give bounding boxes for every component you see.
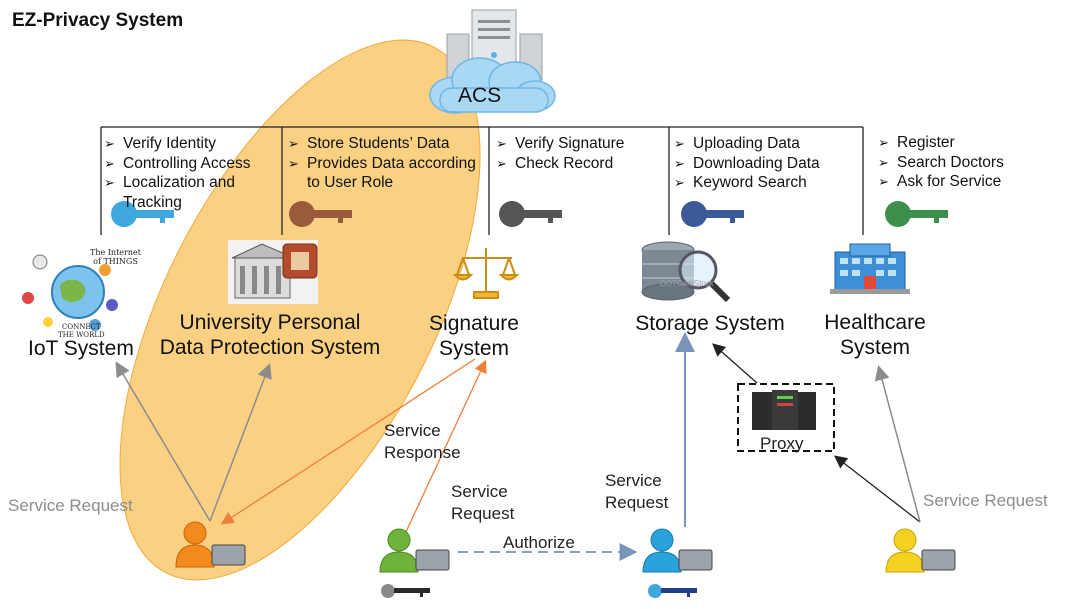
feature-item: Search Doctors [897,153,1004,171]
user-icon-orange [175,521,246,568]
iot-illustration-icon [22,254,118,331]
acs-connector-lines [100,126,864,235]
feature-item: Store Students’ Data [307,135,450,152]
user-key-icon-blue [648,584,697,598]
arrows [115,332,921,561]
feature-item: Check Record [515,154,614,172]
feature-item: Controlling Access [123,154,251,172]
user-key-icon-grey [381,584,430,598]
feature-item: Keyword Search [693,174,807,191]
feature-item: Register [897,134,955,151]
acs-cloud-icon [429,57,556,114]
university-building-icon [228,240,318,304]
scales-icon [452,248,520,299]
user-icon-blue [642,528,713,573]
proxy-label: Proxy [760,434,804,453]
user-icon-yellow [885,528,956,573]
database-search-icon [641,241,731,303]
acs-label: ACS [458,84,502,107]
feature-item: Verify Identity [123,135,217,152]
feature-item: Tracking [123,193,182,211]
proxy-server-icon [752,390,816,430]
key-icon-storage [681,201,744,227]
features-signature: ➢Verify Signature ➢Check Record [496,135,625,172]
features-healthcare: ➢Register ➢Search Doctors ➢Ask for Servi… [878,134,1004,190]
hospital-icon [830,243,910,294]
feature-item: to User Role [307,174,394,191]
service-request-right-label: Service Request [923,491,1048,510]
feature-item: Uploading Data [693,135,800,152]
features-storage: ➢Uploading Data ➢Downloading Data ➢Keywo… [674,135,820,191]
proxy-box [737,383,835,452]
key-icon-signature [499,201,562,227]
features-iot: ➢Verify Identity ➢Controlling Access ➢Lo… [104,135,251,211]
features-university: ➢Store Students’ Data ➢Provides Data acc… [288,135,476,191]
feature-item: Verify Signature [515,135,625,152]
feature-item: Ask for Service [897,173,1002,190]
key-icon-iot [111,201,174,227]
system-label-storage: Storage System [635,312,785,335]
feature-item: Localization and [123,174,236,191]
user-icon-green [379,528,450,573]
key-icon-healthcare [885,201,948,227]
storage-image-watermark: DOTCamStock [660,279,714,288]
service-request-left-label: Service Request [8,496,133,515]
feature-item: Downloading Data [693,154,820,172]
system-label-iot: IoT System [28,337,134,360]
key-icon-university [289,201,352,227]
authorize-label: Authorize [503,533,575,552]
diagram-title: EZ-Privacy System [12,10,184,31]
feature-item: Provides Data according [307,154,476,172]
privacy-ellipse [119,39,481,581]
